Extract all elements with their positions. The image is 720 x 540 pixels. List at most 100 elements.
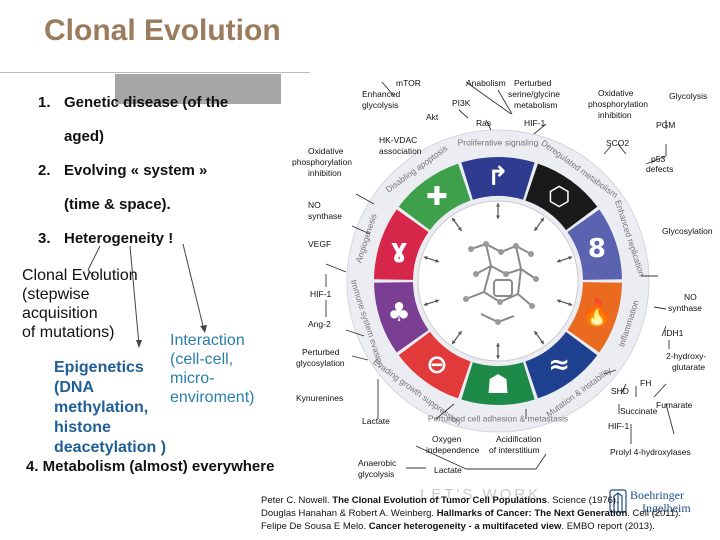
decorative-bar (115, 74, 281, 104)
molecule-nodes (463, 241, 539, 325)
label-acidification-1: Acidification (496, 434, 542, 444)
inner-arrows (423, 203, 573, 359)
references: Peter C. Nowell. The Clonal Evolution of… (261, 494, 681, 533)
label-kynurenines: Kynurenines (296, 393, 343, 403)
hallmark-icon: ⊖ (426, 350, 448, 380)
epigenetics-note: Epigenetics(DNA methylation,histone deac… (54, 359, 167, 456)
hallmark-segment (567, 282, 622, 353)
metabolism-item: 4. Metabolism (almost) everywhere (26, 458, 275, 475)
label-pi3k: PI3K (452, 98, 471, 108)
annotation-arrows (87, 243, 207, 348)
label-prolyl: Prolyl 4-hydroxylases (610, 447, 691, 457)
inner-arrow-head (540, 340, 544, 345)
reference-item: Peter C. Nowell. The Clonal Evolution of… (261, 495, 619, 506)
inner-arrow-head (496, 203, 500, 207)
label-no-synthase-left-2: synthase (308, 211, 342, 221)
inner-arrow-head (556, 258, 561, 263)
hallmark-icon: ɣ (391, 234, 408, 264)
label-pgm: PGM (656, 120, 675, 130)
label-oxphos-left-3: inhibition (308, 168, 342, 178)
label-perturbed-glyco-2: glycosylation (296, 358, 345, 368)
label-hif1-top: HIF-1 (524, 118, 546, 128)
page-title: Clonal Evolution (44, 14, 281, 47)
inner-arrow-head (540, 217, 544, 222)
reference-item: Felipe De Sousa E Melo. Cancer heterogen… (261, 521, 655, 532)
hallmark-icon: ≈ (548, 350, 570, 380)
metabolic-labels: mTOR Anabolism Perturbed serine/glycine … (292, 78, 713, 479)
hallmark-segment (567, 209, 622, 280)
label-hydroxyglutarate-2: glutarate (672, 362, 705, 372)
label-succinate: Succinate (620, 406, 658, 416)
label-anaerobic-2: glycolysis (358, 469, 394, 479)
hallmark-icon: ☗ (486, 370, 509, 400)
svg-text:Boehringer: Boehringer (630, 488, 684, 502)
hallmark-icon: 🔥 (581, 297, 613, 328)
inner-arrow-head (452, 340, 456, 345)
label-perturbed-serine-1: Perturbed (514, 78, 552, 88)
label-oxphos-right-3: inhibition (598, 110, 632, 120)
interaction-note: Interaction(cell-cell, micro-enviroment) (170, 332, 255, 406)
label-acidification-2: of interstitium (489, 445, 540, 455)
label-oxygen-indep-1: Oxygen (432, 434, 462, 444)
watermark: LET'S WORK (420, 486, 542, 503)
hallmark-segment (398, 331, 471, 399)
list-item-continuation: aged) (64, 128, 105, 145)
label-no-synthase-right-2: synthase (668, 303, 702, 313)
label-perturbed-serine-3: metabolism (514, 100, 557, 110)
reference-item: Douglas Hanahan & Robert A. Weinberg. Ha… (261, 508, 681, 519)
hallmark-segment (525, 331, 598, 399)
hallmark-segment (461, 157, 535, 200)
label-perturbed-glyco-1: Perturbed (302, 347, 340, 357)
label-vegf: VEGF (308, 239, 331, 249)
hallmark-icon: ⬡ (548, 182, 571, 212)
svg-text:Ingelheim: Ingelheim (642, 501, 691, 515)
label-glycosylation-right: Glycosylation (662, 226, 713, 236)
hallmark-icon: ♣ (387, 298, 410, 328)
label-shd: SHD (611, 386, 629, 396)
label-hydroxyglutarate-1: 2-hydroxy- (666, 351, 706, 361)
list-item: 3.Heterogeneity ! (38, 230, 174, 247)
hallmark-segment (461, 362, 535, 405)
inner-arrow-head (568, 256, 573, 260)
label-idh1: IDH1 (664, 328, 684, 338)
list-item: 1.Genetic disease (of the (38, 94, 229, 111)
label-oxphos-left-1: Oxidative (308, 146, 344, 156)
inner-arrow-head (534, 226, 539, 231)
label-oxphos-right-2: phosphorylation (588, 99, 648, 109)
hallmark-segment (374, 209, 429, 280)
label-mtor: mTOR (396, 78, 421, 88)
label-enhanced-glycolysis-2: glycolysis (362, 100, 398, 110)
label-no-synthase-left-1: NO (308, 200, 321, 210)
label-perturbed-serine-2: serine/glycine (508, 89, 560, 99)
label-oxygen-indep-2: independence (426, 445, 480, 455)
label-anaerobic-1: Anaerobic (358, 458, 397, 468)
inner-arrow-head (435, 299, 440, 304)
boehringer-ingelheim-logo: Boehringer Ingelheim (609, 488, 691, 515)
inner-arrow-head (496, 355, 500, 359)
label-lactate-left: Lactate (362, 416, 390, 426)
label-enhanced-glycolysis-1: Enhanced (362, 89, 401, 99)
hallmark-icon: ↱ (487, 162, 509, 192)
hallmark-icon: 8 (588, 234, 606, 264)
segment-label: Proliferative signaling (458, 137, 539, 147)
label-p53-1: p53 (651, 154, 665, 164)
label-hif1-left: HIF-1 (310, 289, 332, 299)
key-points-list: 1.Genetic disease (of the aged) 2.Evolvi… (38, 86, 288, 256)
label-oxphos-right-1: Oxidative (598, 88, 634, 98)
hallmark-segment (374, 282, 429, 353)
inner-arrow-head (534, 331, 539, 336)
inner-arrow-head (496, 343, 500, 347)
label-oxphos-left-2: phosphorylation (292, 157, 352, 167)
hallmark-icon: ✚ (426, 182, 448, 212)
title-divider (0, 72, 310, 73)
hallmark-segment (525, 163, 598, 231)
label-sco2: SCO2 (606, 138, 629, 148)
label-lactate-bottom: Lactate (434, 465, 462, 475)
inner-arrow-head (452, 217, 456, 222)
list-item-continuation: (time & space). (64, 196, 171, 213)
inner-arrow-head (435, 258, 440, 263)
label-akt: Akt (426, 112, 439, 122)
label-no-synthase-right-1: NO (684, 292, 697, 302)
